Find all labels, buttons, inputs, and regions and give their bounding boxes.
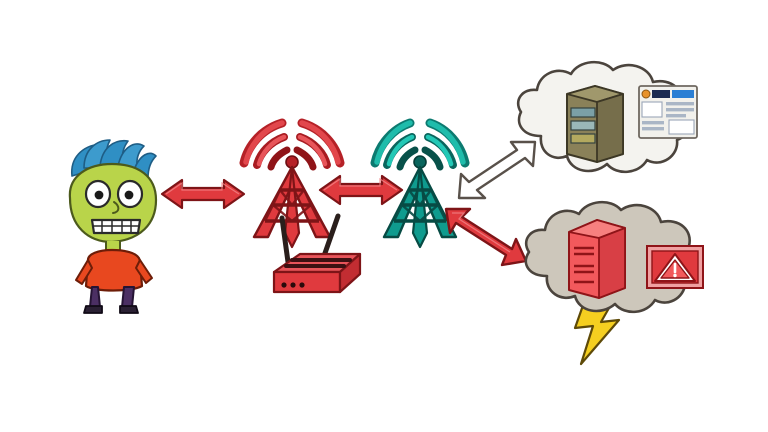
wifi-waves-left-icon — [239, 118, 291, 171]
wifi-waves-right-icon — [421, 118, 470, 171]
nose-icon — [112, 201, 120, 214]
cell-tower-teal: Cell tower (teal) with Wi-Fi signal — [360, 105, 490, 249]
cloud-healthy: Healthy cloud datacenter — [505, 58, 705, 188]
webpage-window — [638, 85, 698, 139]
mouth-icon — [90, 218, 142, 235]
server-rack-healthy — [566, 85, 624, 163]
wireless-router: Wireless router — [266, 210, 368, 298]
eyes-icon — [84, 179, 144, 209]
wifi-waves-right-icon — [293, 118, 345, 171]
wifi-waves-left-icon — [370, 118, 419, 171]
server-rack-failing — [568, 219, 626, 299]
shoe-left — [83, 305, 103, 314]
warning-sign: ! — [646, 245, 704, 289]
router-side — [338, 252, 362, 294]
shoe-right — [119, 305, 139, 314]
frustrated-user: Frustrated user holding tablet — [48, 132, 198, 314]
router-front — [272, 270, 342, 294]
shirt-shape — [84, 248, 144, 292]
cloud-outage: Storm cloud with failing server — [513, 196, 713, 371]
link-teal-tower-to-cloud-healthy: Teal tower to healthy cloud — [455, 138, 541, 202]
router-leds-icon — [281, 282, 305, 288]
link-red-tower-to-teal-tower: Red tower to teal tower — [318, 168, 404, 212]
router-antennas-icon — [279, 213, 341, 265]
tower-structure — [382, 155, 458, 249]
link-user-to-red-tower: User to red cell tower — [160, 172, 246, 216]
pants-shape — [89, 286, 101, 308]
